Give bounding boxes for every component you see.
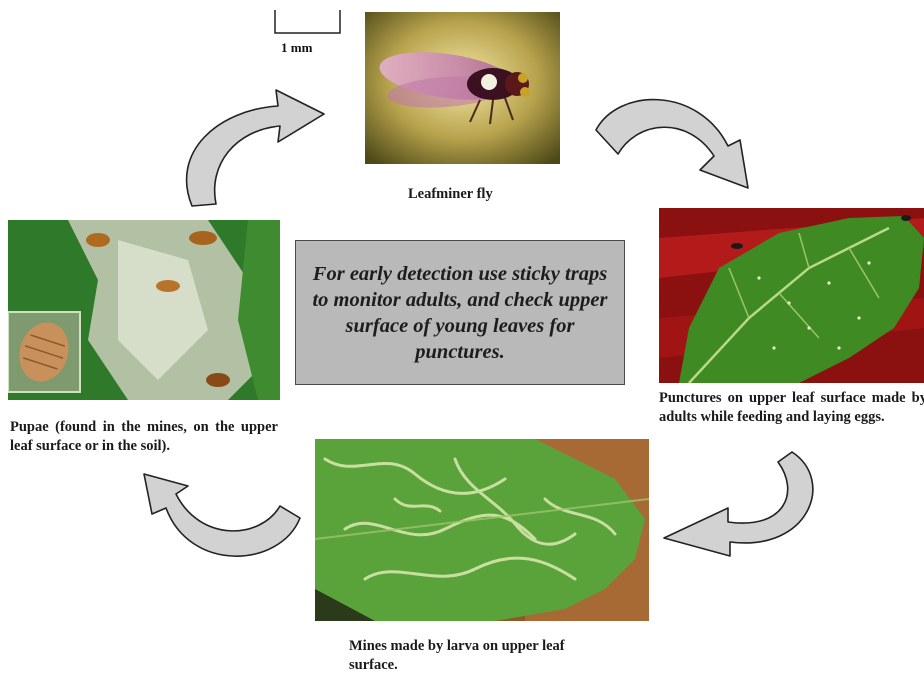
scale-label: 1 mm <box>281 40 312 56</box>
punctures-photo <box>659 208 924 383</box>
mines-photo <box>315 439 649 621</box>
arrow-punctures-to-mines <box>660 450 825 560</box>
arrow-pupae-to-fly <box>178 82 328 210</box>
caption-mines: Mines made by larva on upper leaf surfac… <box>349 637 599 675</box>
arrow-fly-to-punctures <box>588 88 763 198</box>
center-tip-box: For early detection use sticky traps to … <box>295 240 625 385</box>
center-tip-text: For early detection use sticky traps to … <box>310 261 610 365</box>
leafminer-fly-photo <box>365 12 560 164</box>
caption-pupae: Pupae (found in the mines, on the upper … <box>10 418 278 456</box>
caption-punctures: Punctures on upper leaf surface made by … <box>659 389 924 427</box>
caption-leafminer-fly: Leafminer fly <box>408 185 548 204</box>
arrow-mines-to-pupae <box>130 468 305 568</box>
pupae-photo <box>8 220 280 400</box>
